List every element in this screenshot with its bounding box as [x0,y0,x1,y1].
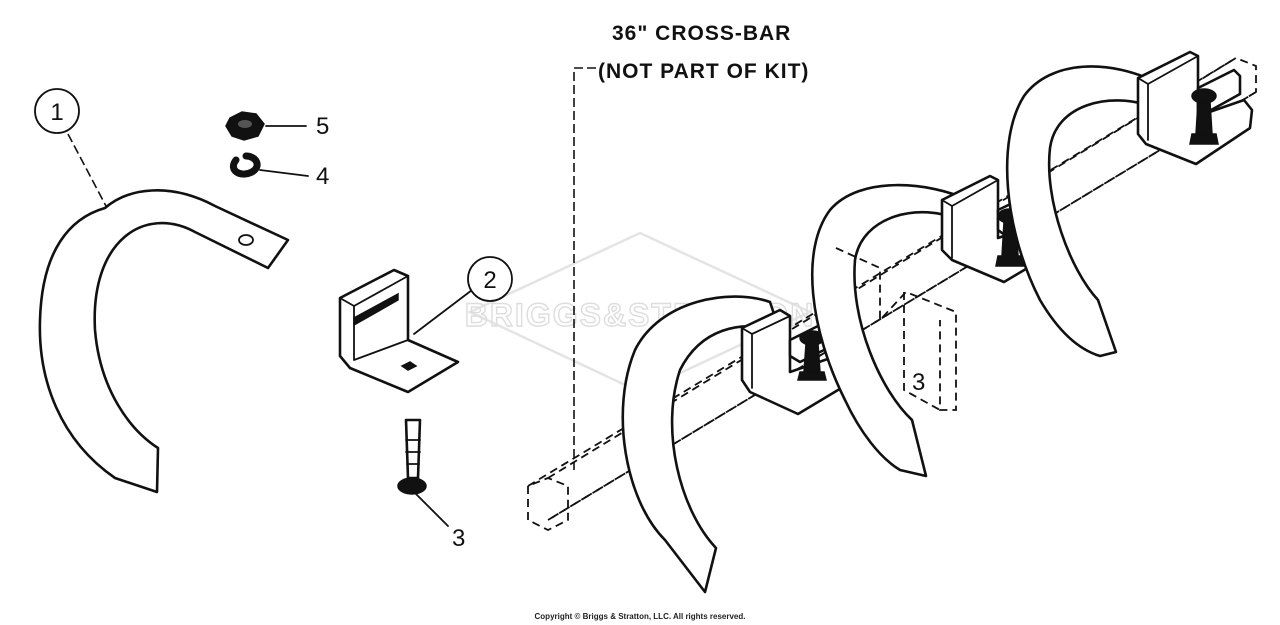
hidden-bracket: 3 [835,247,957,411]
callout-3-label: 3 [452,525,465,552]
crossbar-annotation: 36" CROSS-BAR (NOT PART OF KIT) [573,22,809,470]
lockwasher-part-4: 4 [229,152,329,190]
hidden-part-label: 3 [912,369,925,396]
callout-1: 1 [34,88,107,207]
tine-part-1 [38,189,290,494]
callout-1-label: 1 [50,99,63,126]
callout-2-label: 2 [483,267,496,294]
callout-4-label: 4 [316,163,329,190]
annotation-line-2: (NOT PART OF KIT) [598,60,809,83]
nut-part-5: 5 [225,111,329,141]
assembly-tine-c [1005,50,1254,358]
bolt-part-3: 3 [397,418,465,552]
callout-2: 2 [413,256,513,335]
callout-5-label: 5 [316,113,329,140]
copyright-notice: Copyright © Briggs & Stratton, LLC. All … [534,612,746,621]
bracket-part-2 [338,268,460,394]
annotation-line-1: 36" CROSS-BAR [612,22,791,45]
